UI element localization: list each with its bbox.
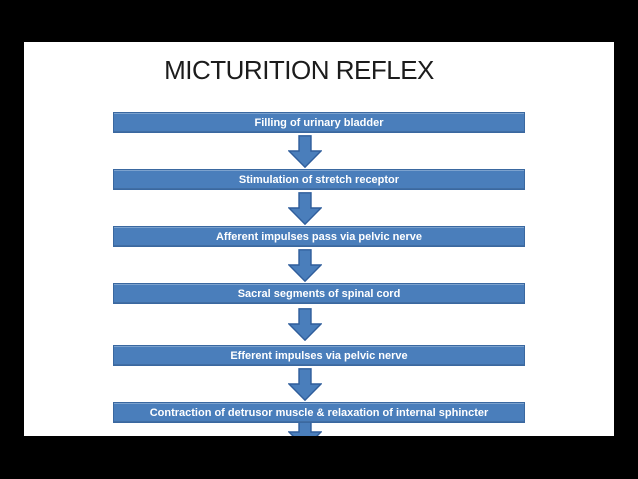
flow-step-label: Afferent impulses pass via pelvic nerve — [215, 230, 423, 243]
flow-step-filling-of-urinary-bladder: Filling of urinary bladder — [113, 112, 525, 133]
slide: MICTURITION REFLEX Filling of urinary bl… — [24, 42, 614, 436]
flow-step-label: Sacral segments of spinal cord — [237, 287, 401, 300]
down-arrow-icon — [288, 249, 322, 282]
down-arrow-icon — [288, 192, 322, 225]
flow-step-sacral-segments-spinal-cord: Sacral segments of spinal cord — [113, 283, 525, 304]
flow-step-label: Contraction of detrusor muscle & relaxat… — [149, 406, 489, 419]
slide-title: MICTURITION REFLEX — [164, 55, 434, 85]
flow-step-label: Stimulation of stretch receptor — [238, 173, 400, 186]
flow-step-contraction-detrusor-relaxation-sphincter: Contraction of detrusor muscle & relaxat… — [113, 402, 525, 423]
flow-step-efferent-impulses-pelvic-nerve: Efferent impulses via pelvic nerve — [113, 345, 525, 366]
flow-step-label: Filling of urinary bladder — [254, 116, 384, 129]
down-arrow-icon — [288, 368, 322, 401]
down-arrow-icon — [288, 308, 322, 341]
flow-step-label: Efferent impulses via pelvic nerve — [230, 349, 408, 362]
flow-step-afferent-impulses-pelvic-nerve: Afferent impulses pass via pelvic nerve — [113, 226, 525, 247]
down-arrow-icon — [288, 135, 322, 168]
flow-step-stimulation-of-stretch-receptor: Stimulation of stretch receptor — [113, 169, 525, 190]
